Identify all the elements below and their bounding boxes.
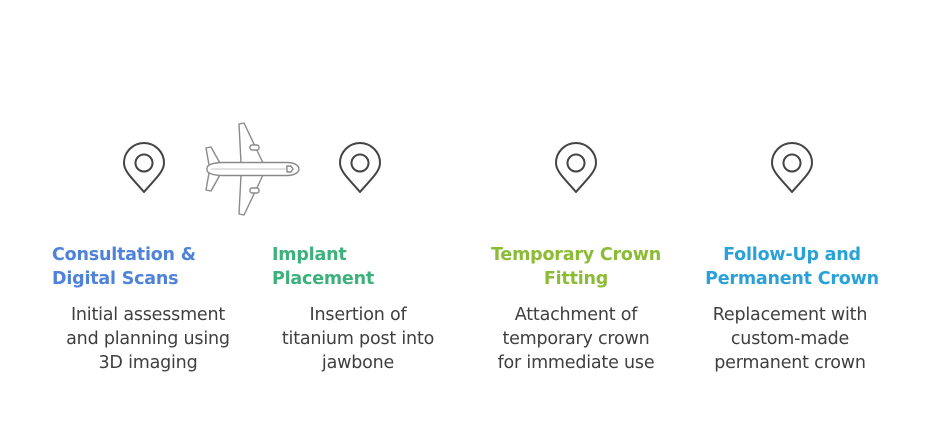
map-pin-icon	[771, 142, 813, 193]
map-pin-icon	[555, 142, 597, 193]
map-pin-icon	[339, 142, 381, 193]
step-4-title: Follow-Up and Permanent Crown	[705, 245, 879, 289]
step-4-description: Replacement with custom-made permanent c…	[712, 305, 868, 373]
step-3-title: Temporary Crown Fitting	[491, 245, 661, 289]
step-1-title: Consultation & Digital Scans	[52, 245, 196, 289]
map-pin-icon	[123, 142, 165, 193]
airplane-icon	[205, 122, 300, 216]
step-2-description: Insertion of titanium post into jawbone	[281, 305, 435, 373]
step-3-description: Attachment of temporary crown for immedi…	[497, 305, 655, 373]
step-1-description: Initial assessment and planning using 3D…	[66, 305, 230, 373]
step-2-title: Implant Placement	[272, 245, 375, 289]
